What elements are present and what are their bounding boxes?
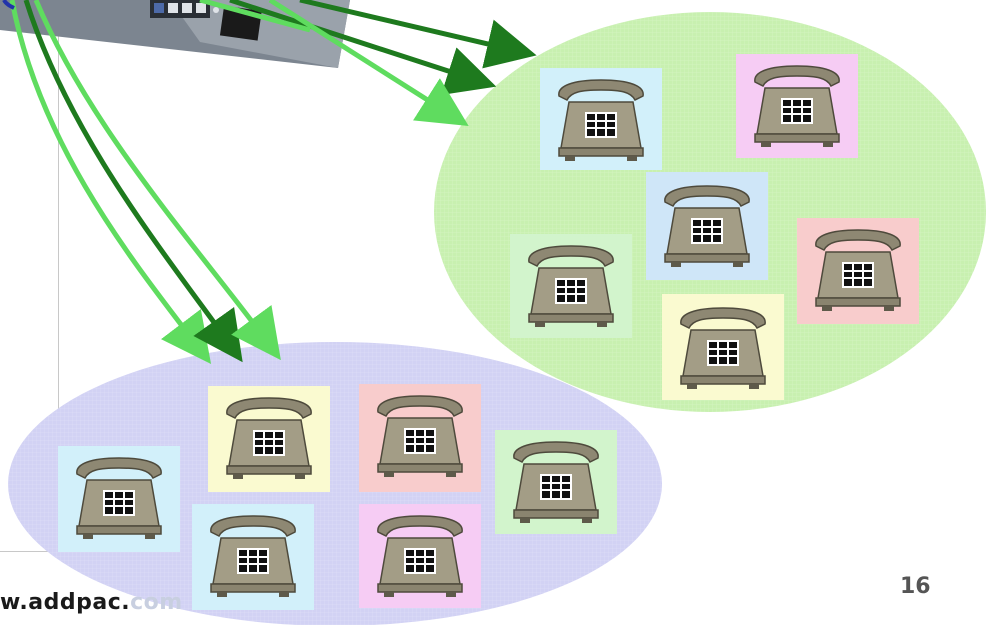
phone-tile	[58, 446, 180, 552]
footer-url-main: w.addpac.	[0, 590, 131, 615]
footer-url-faded: com	[130, 590, 183, 615]
phone-tile	[359, 504, 481, 608]
call-arrows-blue	[2, 0, 281, 364]
phone-tile	[208, 386, 330, 492]
call-arrows-green	[199, 0, 537, 127]
slide-border-vertical	[58, 0, 59, 552]
phone-tile	[495, 430, 617, 534]
phone-tile	[540, 68, 662, 170]
phone-tile	[736, 54, 858, 158]
footer-website: w.addpac.com	[0, 590, 183, 615]
phone-tile	[797, 218, 919, 324]
slide-border-horizontal	[0, 551, 59, 552]
phone-tile	[662, 294, 784, 400]
slide-page-number: 16	[900, 574, 931, 599]
phone-tile	[646, 172, 768, 280]
phone-tile	[359, 384, 481, 492]
phone-tile	[192, 504, 314, 610]
phone-tile	[510, 234, 632, 338]
